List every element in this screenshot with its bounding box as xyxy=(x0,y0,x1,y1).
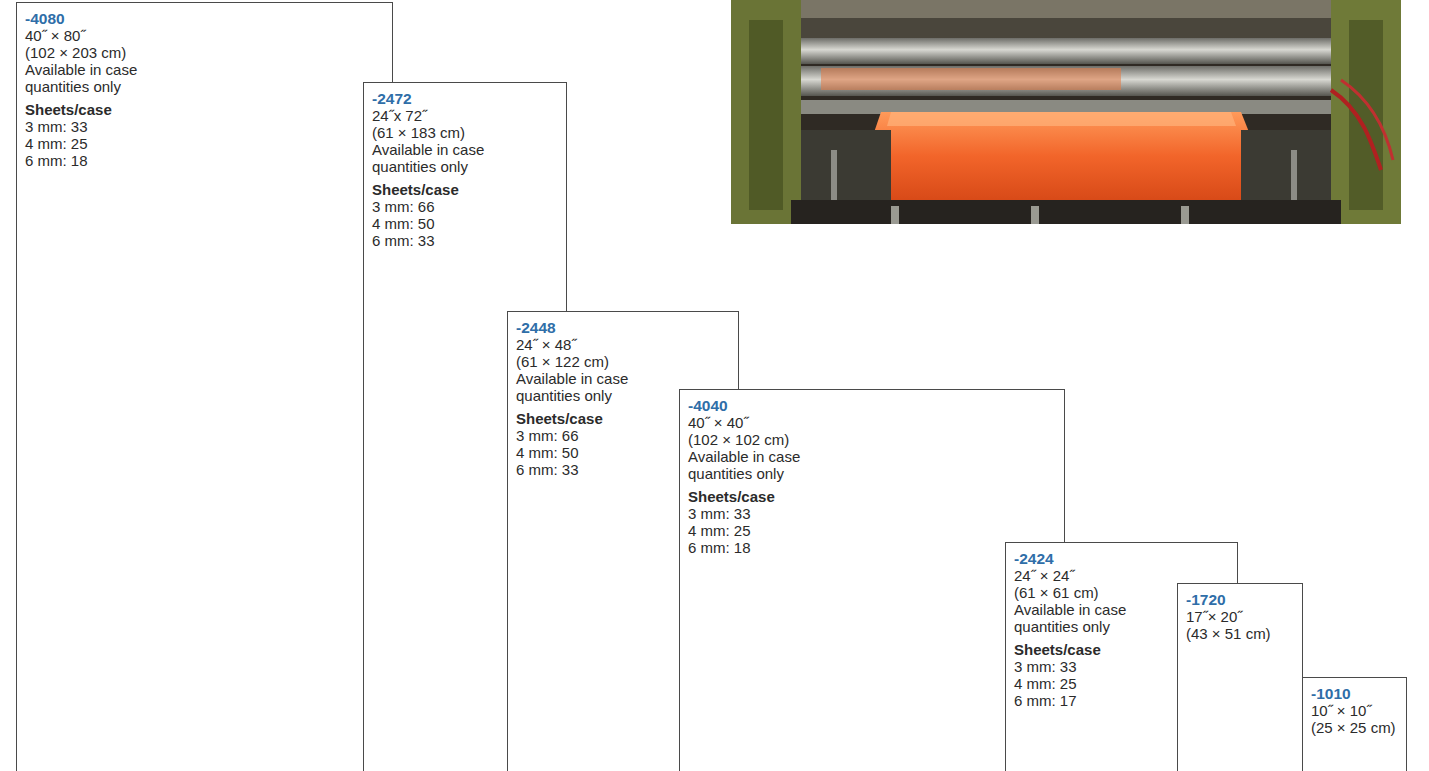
size-text: 4 mm: 50 xyxy=(372,215,435,232)
size-text: 17˝× 20˝ xyxy=(1186,608,1242,625)
product-code: -4080 xyxy=(25,10,65,27)
size-text: Available in case quantities only xyxy=(1014,601,1142,635)
size-text: 6 mm: 33 xyxy=(516,461,579,478)
product-code: -1010 xyxy=(1311,685,1351,702)
size-text: 24˝ × 24˝ xyxy=(1014,567,1074,584)
sheet-size-box: -172017˝× 20˝(43 × 51 cm) xyxy=(1177,583,1303,771)
size-text: 3 mm: 66 xyxy=(372,198,435,215)
size-text: 6 mm: 18 xyxy=(688,539,751,556)
case-heading: Sheets/case xyxy=(1014,641,1101,658)
size-text: 6 mm: 17 xyxy=(1014,692,1077,709)
sheet-size-box: -408040˝ × 80˝(102 × 203 cm)Available in… xyxy=(16,2,393,771)
rolling-mill-photo xyxy=(731,0,1401,224)
case-heading: Sheets/case xyxy=(25,101,112,118)
size-text: (25 × 25 cm) xyxy=(1311,719,1396,736)
size-text: 40˝ × 80˝ xyxy=(25,27,85,44)
size-text: 4 mm: 25 xyxy=(1014,675,1077,692)
size-text: 4 mm: 50 xyxy=(516,444,579,461)
size-text: (61 × 61 cm) xyxy=(1014,584,1099,601)
size-text: (61 × 183 cm) xyxy=(372,124,465,141)
size-text: 4 mm: 25 xyxy=(688,522,751,539)
product-code: -2472 xyxy=(372,90,412,107)
size-text: 24˝ × 48˝ xyxy=(516,336,576,353)
case-heading: Sheets/case xyxy=(516,410,603,427)
case-heading: Sheets/case xyxy=(688,488,775,505)
case-heading: Sheets/case xyxy=(372,181,459,198)
size-text: 4 mm: 25 xyxy=(25,135,88,152)
size-text: Available in case quantities only xyxy=(688,448,816,482)
product-code: -2448 xyxy=(516,319,556,336)
size-text: Available in case quantities only xyxy=(25,61,153,95)
size-text: Available in case quantities only xyxy=(516,370,644,404)
size-text: 3 mm: 66 xyxy=(516,427,579,444)
size-text: 6 mm: 33 xyxy=(372,232,435,249)
size-text: 3 mm: 33 xyxy=(25,118,88,135)
size-text: 24˝x 72˝ xyxy=(372,107,427,124)
size-text: 6 mm: 18 xyxy=(25,152,88,169)
size-text: 3 mm: 33 xyxy=(688,505,751,522)
size-text: (102 × 102 cm) xyxy=(688,431,789,448)
size-text: (61 × 122 cm) xyxy=(516,353,609,370)
size-text: 3 mm: 33 xyxy=(1014,658,1077,675)
size-text: Available in case quantities only xyxy=(372,141,500,175)
product-code: -2424 xyxy=(1014,550,1054,567)
size-text: (102 × 203 cm) xyxy=(25,44,126,61)
size-text: (43 × 51 cm) xyxy=(1186,625,1271,642)
size-text: 40˝ × 40˝ xyxy=(688,414,748,431)
size-text: 10˝ × 10˝ xyxy=(1311,702,1371,719)
product-code: -4040 xyxy=(688,397,728,414)
product-code: -1720 xyxy=(1186,591,1226,608)
sheet-size-box: -101010˝ × 10˝(25 × 25 cm) xyxy=(1302,677,1407,771)
